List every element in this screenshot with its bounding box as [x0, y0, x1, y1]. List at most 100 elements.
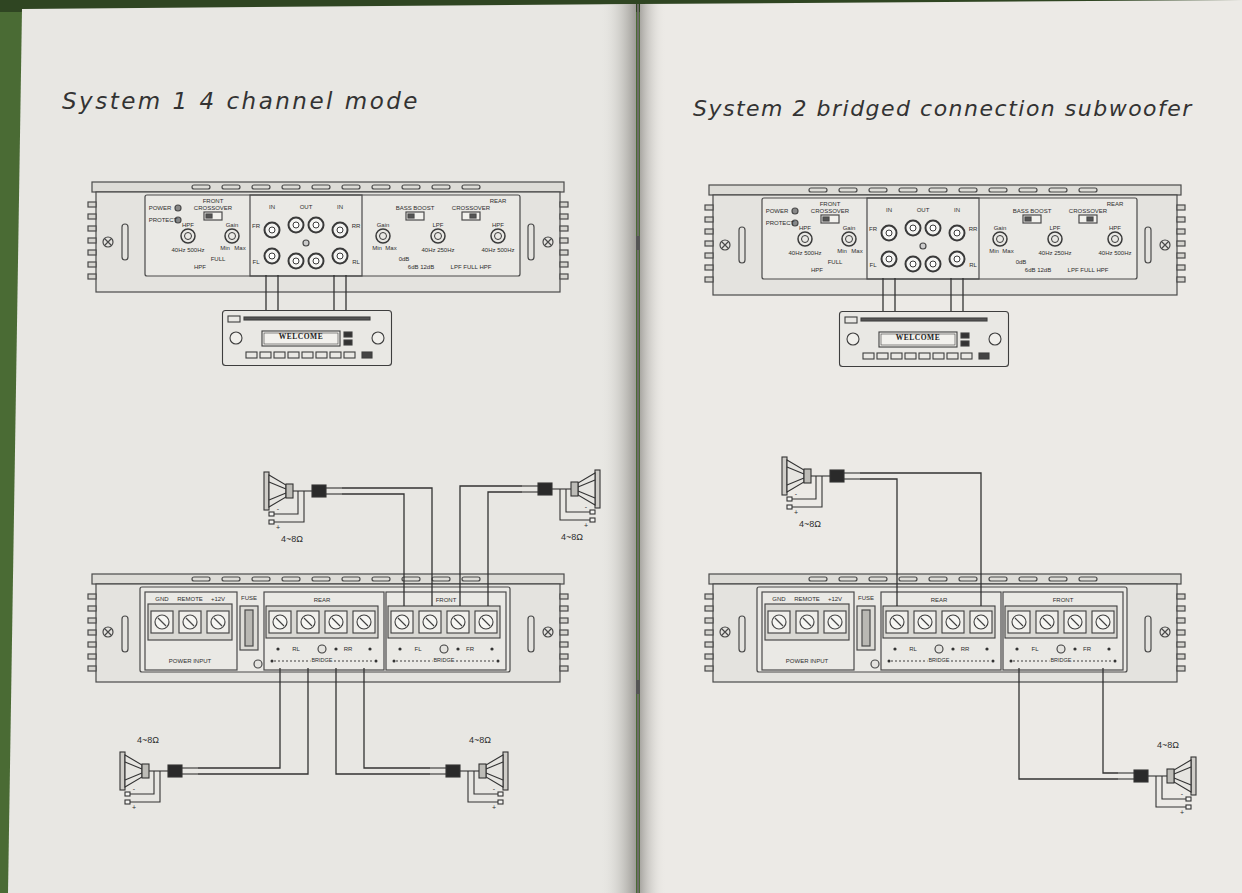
- impedance-label: 4~8Ω: [1157, 740, 1179, 750]
- panel-label: HPF: [492, 222, 504, 229]
- panel-label: PROTECT: [766, 220, 795, 227]
- panel-label: FRONT: [820, 201, 841, 208]
- panel-label: IN: [269, 204, 275, 211]
- panel-label: FULL: [828, 259, 843, 266]
- staple: [636, 236, 640, 250]
- panel-label: FL: [414, 646, 421, 653]
- panel-label: +12V: [211, 596, 225, 603]
- panel-label: BRIDGE: [927, 657, 950, 663]
- speaker-wire: [460, 486, 522, 606]
- panel-label: RL: [969, 262, 977, 269]
- panel-label: FRONT: [1053, 597, 1074, 604]
- panel-label: FUSE: [858, 595, 874, 602]
- panel-label: Min: [989, 248, 999, 255]
- panel-label: CROSSOVER: [1069, 208, 1107, 215]
- amplifier-terminal-panel: FUSEREARFRONTGNDREMOTE+12VPOWER INPUTRLB…: [705, 572, 1185, 682]
- panel-label: CROSSOVER: [452, 205, 490, 212]
- panel-label: RR: [961, 646, 970, 653]
- amplifier-side-view: [705, 574, 1185, 682]
- panel-label: CROSSOVER: [194, 205, 232, 212]
- panel-label: FR: [252, 223, 260, 230]
- polarity-mark: -: [493, 785, 495, 793]
- panel-label: BRIDGE: [310, 657, 333, 663]
- speaker-symbol: [430, 752, 508, 804]
- panel-label: WELCOME: [279, 333, 323, 342]
- panel-label: GND: [772, 596, 785, 603]
- speaker-wire: [342, 488, 432, 606]
- panel-label: BASS BOOST: [1013, 208, 1052, 215]
- panel-label: +12V: [828, 596, 842, 603]
- polarity-mark: -: [1181, 790, 1183, 798]
- polarity-mark: +: [794, 509, 798, 517]
- panel-label: CROSSOVER: [811, 208, 849, 215]
- panel-label: FR: [869, 226, 877, 233]
- panel-label: IN: [954, 207, 960, 214]
- rca-cable: [962, 278, 963, 311]
- panel-label: OUT: [300, 204, 313, 211]
- right-page: [640, 0, 1242, 893]
- speaker-wire: [488, 492, 522, 606]
- rca-input-panel: INOUTINFRFLRRRL: [250, 203, 362, 275]
- panel-label: OUT: [917, 207, 930, 214]
- page-fold: [640, 4, 666, 893]
- rca-cable: [882, 278, 883, 311]
- rca-cable: [345, 275, 346, 310]
- panel-label: FUSE: [241, 595, 257, 602]
- amplifier-top-view: [88, 182, 568, 292]
- panel-label: LPF: [1049, 225, 1060, 232]
- panel-label: Gain: [843, 225, 856, 232]
- panel-label: REMOTE: [794, 596, 820, 603]
- panel-label: FR: [1083, 646, 1091, 653]
- speaker-wire: [342, 494, 404, 606]
- panel-label: RL: [909, 646, 917, 653]
- speaker: 4~8Ω-+: [522, 468, 602, 546]
- panel-label: LPF FULL HPF: [451, 264, 492, 271]
- staple: [636, 680, 640, 694]
- power-terminal-block: GND REMOTE +12V POWER INPUT: [762, 594, 852, 668]
- panel-label: HPF: [799, 225, 811, 232]
- panel-label: 6dB 12dB: [1025, 267, 1051, 274]
- panel-label: Max: [851, 248, 862, 255]
- panel-label: 40Hz 250Hz: [1038, 250, 1071, 257]
- left-page: [8, 4, 636, 893]
- panel-label: POWER INPUT: [786, 658, 828, 665]
- impedance-label: 4~8Ω: [281, 534, 303, 544]
- panel-label: Min: [372, 245, 382, 252]
- polarity-mark: -: [585, 503, 587, 511]
- rca-cable: [950, 278, 951, 311]
- panel-label: FR: [466, 646, 474, 653]
- head-unit: WELCOME: [222, 310, 392, 366]
- panel-label: 40Hz 500Hz: [481, 247, 514, 254]
- polarity-mark: -: [277, 505, 279, 513]
- panel-label: HPF: [811, 267, 823, 274]
- amplifier-terminal-panel: FUSEREARFRONTGNDREMOTE+12VPOWER INPUTRLB…: [88, 572, 568, 682]
- speaker: 4~8Ω-+: [430, 735, 510, 813]
- panel-label: BRIDGE: [1049, 657, 1072, 663]
- panel-label: REAR: [1107, 201, 1124, 208]
- polarity-mark: +: [132, 804, 136, 812]
- speaker-symbol: [264, 472, 342, 524]
- speaker-symbol: [782, 457, 860, 509]
- speaker: 4~8Ω-+: [118, 735, 198, 813]
- polarity-mark: +: [492, 804, 496, 812]
- page-fold: [637, 4, 639, 893]
- amplifier-side-view: [88, 574, 568, 682]
- polarity-mark: +: [1180, 809, 1184, 817]
- polarity-mark: +: [584, 522, 588, 530]
- panel-label: RL: [292, 646, 300, 653]
- front-speaker-terminals: FLBRIDGEFR: [1005, 606, 1121, 668]
- polarity-mark: -: [795, 490, 797, 498]
- speaker-symbol: [1118, 757, 1196, 809]
- panel-label: HPF: [182, 222, 194, 229]
- panel-label: RL: [352, 259, 360, 266]
- panel-label: Min: [837, 248, 847, 255]
- rca-input-panel: INOUTINFRFLRRRL: [867, 206, 979, 278]
- panel-label: Gain: [226, 222, 239, 229]
- panel-label: BRIDGE: [432, 657, 455, 663]
- speaker-symbol: [120, 752, 198, 804]
- panel-label: 6dB 12dB: [408, 264, 434, 271]
- panel-label: POWER: [149, 205, 172, 212]
- panel-label: REAR: [490, 198, 507, 205]
